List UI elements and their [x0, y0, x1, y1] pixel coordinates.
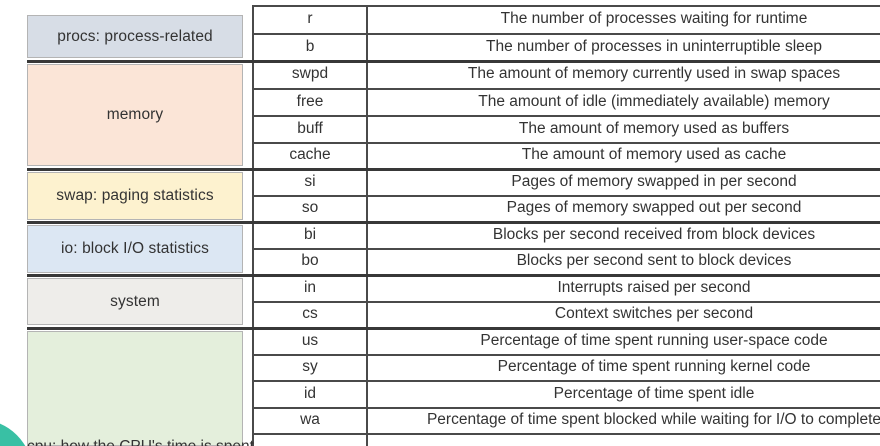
grid-line [252, 195, 880, 197]
field-cell: us [301, 332, 319, 349]
grid-line [252, 301, 880, 303]
group-divider [27, 274, 880, 277]
field-cell: bi [303, 226, 317, 243]
grid-line [252, 380, 880, 382]
grid-line [252, 5, 880, 7]
grid-line [252, 115, 880, 117]
category-cell-swap: swap: paging statistics [27, 172, 243, 220]
category-cell-io: io: block I/O statistics [27, 225, 243, 273]
group-divider [27, 60, 880, 63]
grid-line [252, 33, 880, 35]
field-cell: id [303, 385, 317, 402]
grid-line [252, 142, 880, 144]
description-cell: The amount of idle (immediately availabl… [478, 93, 830, 110]
description-cell: Pages of memory swapped out per second [506, 199, 802, 216]
description-cell: Blocks per second received from block de… [492, 226, 816, 243]
field-cell: cache [289, 146, 331, 163]
category-label: io: block I/O statistics [61, 240, 209, 257]
description-cell: Context switches per second [554, 305, 754, 322]
description-cell: Percentage of time spent running kernel … [497, 358, 811, 375]
category-cell-memory: memory [27, 64, 243, 166]
field-cell: wa [300, 411, 320, 428]
grid-line [252, 407, 880, 409]
description-cell [368, 433, 880, 446]
group-divider [27, 327, 880, 330]
grid-line [366, 5, 368, 446]
category-label: memory [106, 106, 164, 123]
description-cell: Interrupts raised per second [557, 279, 751, 296]
field-cell [254, 433, 366, 446]
description-cell: The number of processes in uninterruptib… [485, 38, 823, 55]
category-label: procs: process-related [57, 27, 213, 45]
grid-line [252, 354, 880, 356]
category-cell-cpu [27, 331, 243, 446]
field-cell: si [304, 173, 316, 190]
description-cell: The amount of memory used as buffers [518, 120, 790, 137]
category-cell-procs: procs: process-related [27, 15, 243, 58]
grid-line [252, 5, 254, 446]
field-cell: swpd [291, 65, 329, 82]
grid-line [252, 88, 880, 90]
field-cell: buff [297, 120, 323, 137]
description-cell: The amount of memory currently used in s… [467, 65, 841, 82]
grid-line [252, 248, 880, 250]
field-cell: b [305, 38, 315, 55]
field-cell: bo [301, 252, 319, 269]
description-cell: The amount of memory used as cache [521, 146, 787, 163]
description-cell: The number of processes waiting for runt… [500, 10, 808, 27]
category-cell-system: system [27, 278, 243, 325]
description-cell: Percentage of time spent idle [553, 385, 755, 402]
field-cell: r [307, 10, 313, 27]
description-cell: Percentage of time spent running user-sp… [480, 332, 828, 349]
group-divider [27, 221, 880, 224]
description-cell: Pages of memory swapped in per second [511, 173, 797, 190]
field-cell: free [296, 93, 324, 110]
field-cell: sy [302, 358, 318, 375]
category-label-cpu-cut: cpu: how the CPU's time is spent [27, 438, 254, 446]
category-label: system [110, 292, 160, 310]
description-cell: Percentage of time spent blocked while w… [426, 411, 880, 428]
field-cell: so [301, 199, 319, 216]
category-label: swap: paging statistics [56, 187, 214, 204]
group-divider [27, 168, 880, 171]
grid-line [252, 433, 880, 435]
description-cell: Blocks per second sent to block devices [516, 252, 792, 269]
field-cell: cs [302, 305, 318, 322]
field-cell: in [303, 279, 317, 296]
